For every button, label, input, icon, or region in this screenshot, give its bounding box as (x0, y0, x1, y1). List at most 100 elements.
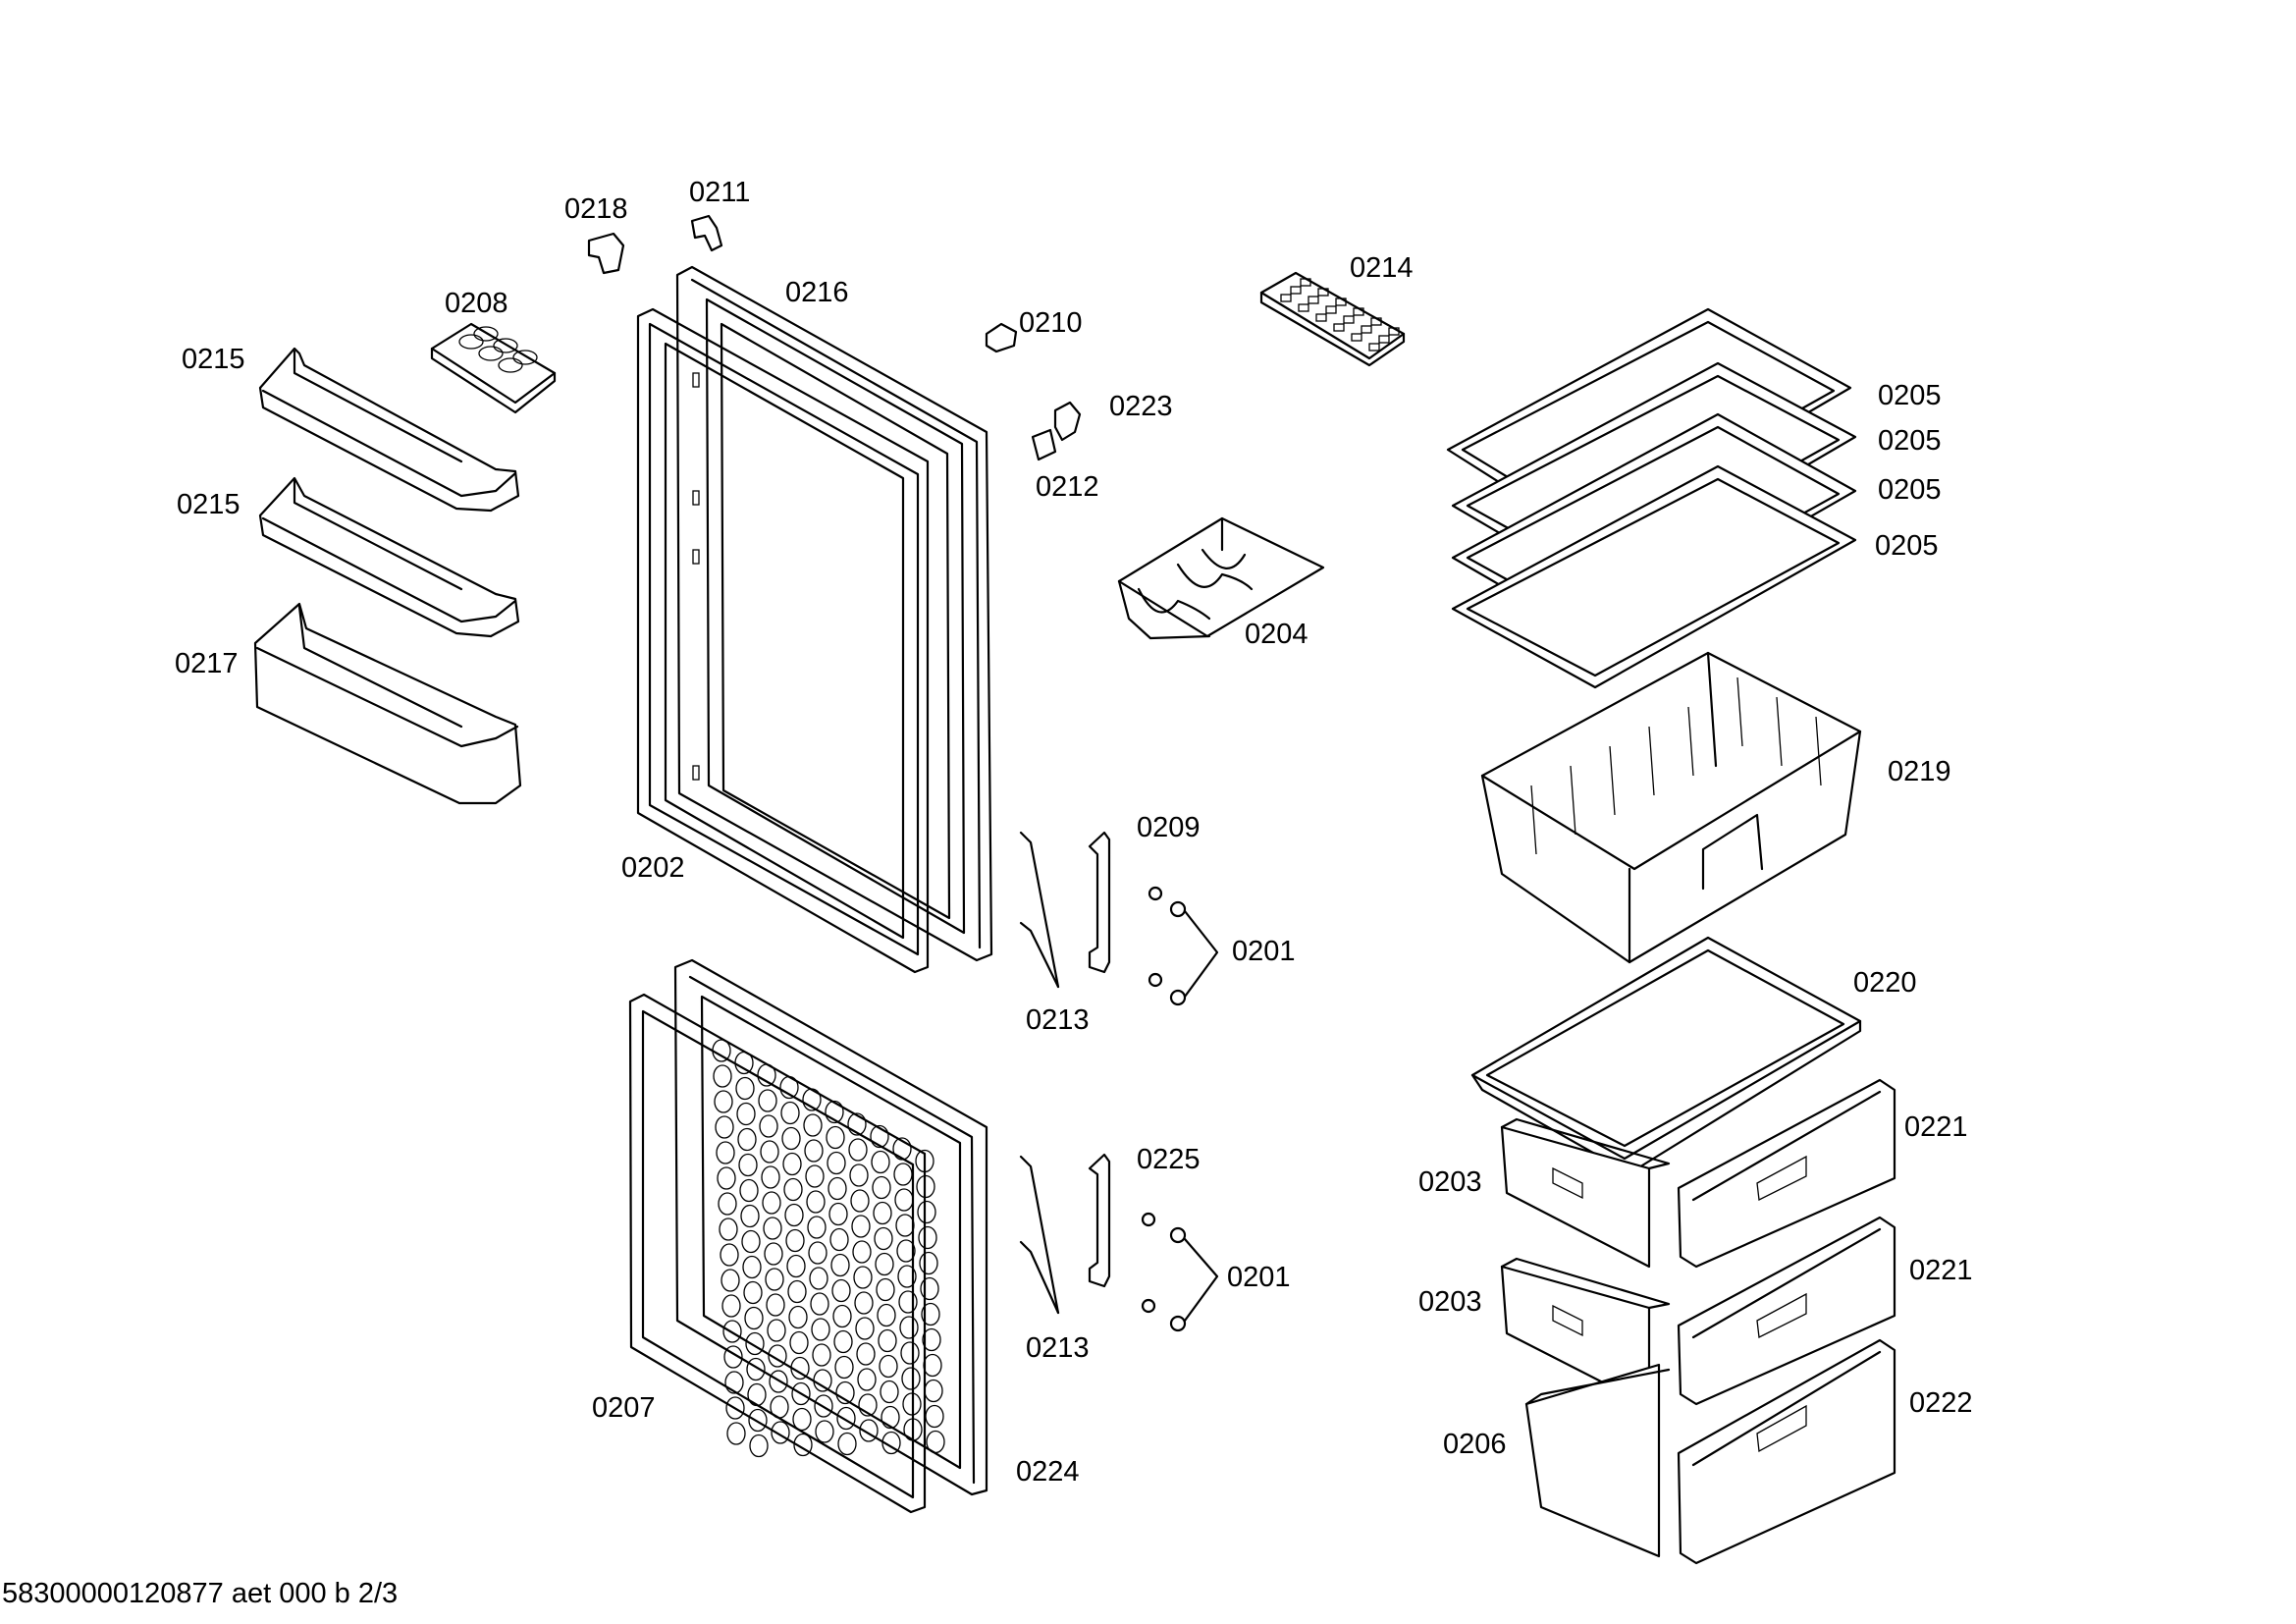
door-gasket-0202 (636, 307, 930, 974)
dimple (856, 1342, 876, 1366)
dimple (830, 1253, 850, 1277)
upper-door-0216 (675, 265, 993, 962)
dimple (873, 1201, 892, 1225)
dimple (828, 1176, 847, 1201)
label-0219: 0219 (1888, 756, 1951, 787)
ice-cells (1280, 278, 1400, 352)
dimple (742, 1255, 762, 1279)
ice-cell (1333, 323, 1345, 332)
label-0222: 0222 (1909, 1387, 1973, 1419)
dimple (857, 1368, 877, 1391)
dimple (825, 1100, 844, 1124)
dimple (853, 1266, 873, 1289)
dimple (849, 1164, 869, 1187)
dimple (858, 1393, 878, 1417)
dimple (740, 1204, 760, 1228)
dimple (847, 1112, 867, 1136)
dimple (871, 1150, 890, 1174)
label-0213-upper: 0213 (1026, 1004, 1090, 1036)
label-0224: 0224 (1016, 1456, 1080, 1488)
dimple (785, 1228, 805, 1253)
handle-0209 (1088, 831, 1111, 974)
dimple (813, 1369, 832, 1392)
dimple (792, 1407, 812, 1432)
dimple (811, 1318, 830, 1341)
dimple (812, 1343, 831, 1367)
dimple (919, 1251, 938, 1275)
dimple (723, 1345, 743, 1369)
dimple (788, 1305, 808, 1329)
ice-cell (1290, 286, 1302, 295)
dimple (920, 1276, 939, 1301)
bottle-rack-0204 (1117, 516, 1325, 640)
label-0215-top: 0215 (182, 344, 245, 375)
dimple (826, 1125, 845, 1150)
label-0209: 0209 (1137, 812, 1201, 843)
label-0216: 0216 (785, 277, 849, 308)
dimple (780, 1101, 800, 1125)
ice-cell (1343, 315, 1355, 324)
dimple (835, 1380, 855, 1405)
dimple (721, 1269, 740, 1292)
dimple (744, 1306, 764, 1330)
dimple (898, 1290, 918, 1314)
label-0214: 0214 (1350, 252, 1414, 284)
dimple (739, 1178, 759, 1203)
dimple (763, 1217, 782, 1240)
dimple (746, 1357, 766, 1381)
label-0203-upper: 0203 (1418, 1166, 1482, 1198)
dimple (738, 1153, 758, 1177)
dimple (854, 1291, 874, 1315)
ice-cell (1280, 294, 1292, 302)
label-0204: 0204 (1245, 619, 1308, 650)
dimple (870, 1124, 889, 1149)
dimple (808, 1241, 828, 1265)
dimple (899, 1316, 919, 1339)
label-0221-lower: 0221 (1909, 1255, 1973, 1286)
drawer-0206 (1524, 1363, 1671, 1558)
label-0207: 0207 (592, 1392, 656, 1424)
dimple (768, 1344, 787, 1368)
label-0211: 0211 (689, 177, 750, 208)
dimple (748, 1408, 768, 1433)
dimple (834, 1355, 854, 1380)
ice-cell (1300, 278, 1311, 287)
dimple (720, 1243, 739, 1267)
dimple (874, 1226, 893, 1251)
dimple (881, 1405, 900, 1430)
dimple (714, 1090, 733, 1113)
dimple (786, 1254, 806, 1278)
dimple (827, 1151, 846, 1175)
screws-0201-lower (1141, 1212, 1219, 1332)
label-0210: 0210 (1019, 307, 1083, 339)
dimple (789, 1330, 809, 1355)
dimple (896, 1239, 916, 1263)
dimple (759, 1114, 778, 1138)
dimple (852, 1240, 872, 1264)
dimple (872, 1175, 891, 1200)
dimple (803, 1113, 823, 1137)
ice-cell (1315, 313, 1327, 322)
dimple (791, 1381, 811, 1406)
dimple (806, 1190, 826, 1214)
dimple (743, 1280, 763, 1305)
label-0218: 0218 (564, 193, 628, 225)
dimple (805, 1164, 825, 1188)
crisper-bin-0219 (1480, 651, 1862, 964)
label-0201-upper: 0201 (1232, 936, 1296, 967)
dimple (879, 1354, 898, 1379)
dimple (921, 1302, 940, 1326)
dimple (769, 1370, 788, 1393)
ice-cell (1353, 307, 1364, 316)
label-0202: 0202 (621, 852, 685, 884)
dimple (848, 1138, 868, 1162)
dimple (790, 1356, 810, 1380)
door-shelf-0215-top (258, 347, 520, 513)
dimple (741, 1229, 761, 1254)
dimple (793, 1433, 813, 1457)
dimple (716, 1141, 735, 1164)
drawer-0203-upper (1500, 1117, 1671, 1269)
dimple (837, 1432, 857, 1456)
label-0205-4: 0205 (1875, 530, 1939, 562)
